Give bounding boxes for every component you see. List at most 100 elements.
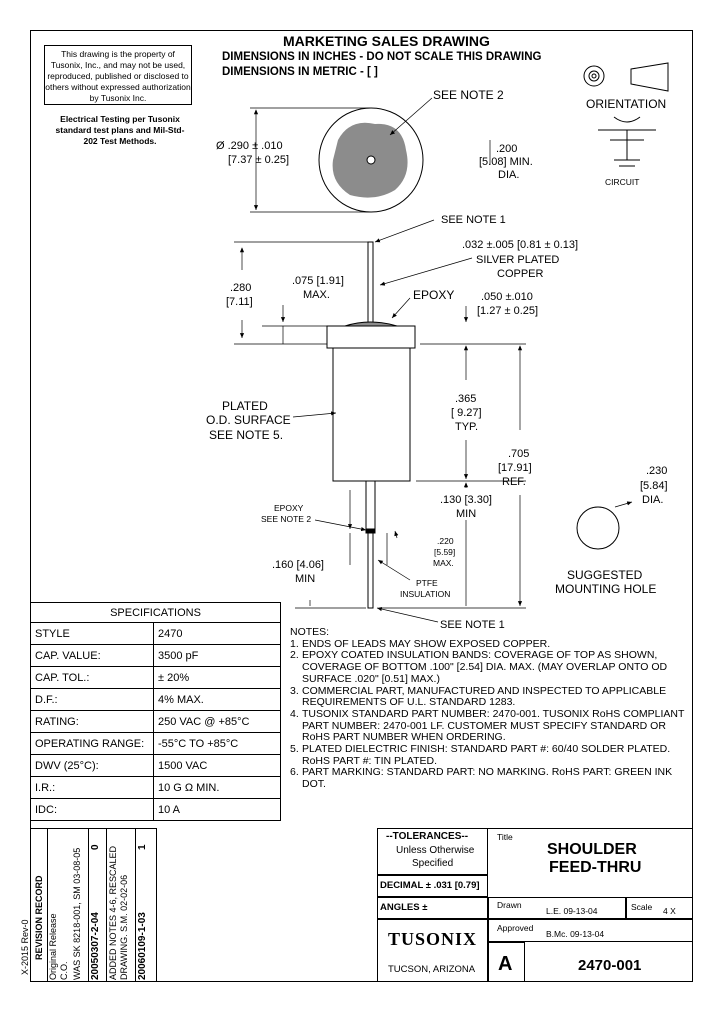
height-280-in: .280 — [230, 282, 252, 294]
mounting-hole-label-1: SUGGESTED — [567, 568, 643, 582]
height-160-min: MIN — [295, 573, 316, 585]
size-box — [488, 942, 525, 982]
min-dia-label: DIA. — [498, 169, 520, 181]
spec-value: 10 G Ω MIN. — [153, 776, 281, 799]
spec-key: RATING: — [30, 710, 154, 733]
note-text: PART MARKING: STANDARD PART: NO MARKING.… — [302, 766, 673, 791]
note-item: 4.TUSONIX STANDARD PART NUMBER: 2470-001… — [290, 707, 690, 744]
spec-value: 4% MAX. — [153, 688, 281, 711]
tolerance-line-2: Specified — [412, 858, 454, 869]
note-item: 5.PLATED DIELECTRIC FINISH: STANDARD PAR… — [290, 743, 690, 767]
epoxy-note-label-1: EPOXY — [274, 503, 304, 513]
drawing-frame — [30, 30, 693, 982]
note-text: ENDS OF LEADS MAY SHOW EXPOSED COPPER. — [302, 637, 551, 650]
spec-value: 1500 VAC — [153, 754, 281, 777]
approved-label: Approved — [497, 923, 534, 933]
company-logo: TUSONIX — [388, 929, 478, 949]
tolerance-line-1: Unless Otherwise — [396, 845, 475, 856]
dimension-lines — [234, 219, 526, 623]
note-item: 1.ENDS OF LEADS MAY SHOW EXPOSED COPPER. — [290, 637, 690, 651]
plated-label-2: O.D. SURFACE — [206, 413, 291, 427]
notes-block: NOTES: 1.ENDS OF LEADS MAY SHOW EXPOSED … — [290, 626, 690, 791]
note-number: 1. — [290, 637, 299, 650]
approved-box — [488, 919, 693, 942]
lead-diameter: .032 ±.005 [0.81 ± 0.13] — [462, 239, 579, 251]
plated-label-1: PLATED — [222, 399, 268, 413]
mounting-hole-label-2: MOUNTING HOLE — [555, 582, 657, 596]
spec-value: 10 A — [153, 798, 281, 821]
height-280-mm: [7.11] — [226, 296, 253, 308]
height-220-max: MAX. — [433, 558, 454, 568]
epoxy-note-label-2: SEE NOTE 2 — [261, 514, 312, 524]
see-note-1-top: SEE NOTE 1 — [441, 214, 506, 226]
form-number: X-2015 Rev-0 — [20, 919, 30, 975]
note-item: 2.EPOXY COATED INSULATION BANDS: COVERAG… — [290, 650, 690, 685]
tolerance-title: --TOLERANCES-- — [386, 831, 469, 842]
rev-rescaled: DRAWING. S.M. 02-02-06 — [119, 874, 129, 980]
hole-dia-in: .230 — [646, 465, 668, 477]
spec-key: IDC: — [30, 798, 154, 821]
spec-row: IDC:10 A — [30, 798, 281, 821]
dims-metric-note: DIMENSIONS IN METRIC - [ ] — [222, 66, 378, 78]
spec-row: RATING:250 VAC @ +85°C — [30, 710, 281, 733]
spec-key: STYLE — [30, 622, 154, 645]
min-dia-inches: .200 — [496, 143, 518, 155]
note-number: 4. — [290, 707, 299, 720]
angles-box — [377, 897, 488, 919]
spec-value: 250 VAC @ +85°C — [153, 710, 281, 733]
orientation-label: ORIENTATION — [586, 97, 667, 111]
spec-row: OPERATING RANGE:-55°C TO +85°C — [30, 732, 281, 755]
note-text: TUSONIX STANDARD PART NUMBER: 2470-001. … — [302, 707, 685, 744]
epoxy-label: EPOXY — [413, 288, 455, 302]
height-075-max: MAX. — [303, 289, 330, 301]
tolerance-box — [377, 828, 488, 875]
height-050-in: .050 ±.010 — [481, 291, 533, 303]
part-title-1: SHOULDER — [547, 841, 637, 858]
height-705-ref: REF. — [502, 476, 526, 488]
scale-value: 4 X — [663, 906, 676, 916]
circuit-label: CIRCUIT — [605, 177, 640, 187]
height-705-in: .705 — [508, 448, 530, 460]
copper-label: COPPER — [497, 268, 544, 280]
drawn-box — [488, 897, 626, 919]
drawn-value: L.E. 09-13-04 — [546, 906, 598, 916]
rev-col-line — [135, 828, 136, 982]
spec-value: 3500 pF — [153, 644, 281, 667]
height-365-mm: [ 9.27] — [451, 407, 482, 419]
spec-key: I.R.: — [30, 776, 154, 799]
decimal-box — [377, 875, 488, 897]
scale-label: Scale — [631, 902, 653, 912]
electrical-testing-note: Electrical Testing per Tusonix standard … — [55, 114, 185, 146]
note-number: 6. — [290, 766, 299, 779]
top-view — [250, 97, 491, 213]
spec-row: CAP. TOL.:± 20% — [30, 666, 281, 689]
height-160: .160 [4.06] — [272, 559, 324, 571]
spec-value: ± 20% — [153, 666, 281, 689]
note-number: 2. — [290, 649, 299, 662]
rev-col-line — [106, 828, 107, 982]
spec-key: CAP. TOL.: — [30, 666, 154, 689]
height-705-mm: [17.91] — [498, 462, 532, 474]
note-number: 3. — [290, 684, 299, 697]
ptfe-label-1: PTFE — [416, 578, 438, 588]
revision-header: REVISION RECORD — [34, 875, 44, 960]
min-dia-mm: [5.08] MIN. — [479, 156, 533, 168]
plated-label-3: SEE NOTE 5. — [209, 428, 284, 442]
rev-letter-1: 1 — [137, 844, 148, 850]
height-050-mm: [1.27 ± 0.25] — [477, 305, 539, 317]
logo-box — [377, 919, 488, 982]
drawing-number: 2470-001 — [578, 957, 642, 974]
spec-row: CAP. VALUE:3500 pF — [30, 644, 281, 667]
height-365-in: .365 — [455, 393, 477, 405]
spec-row: I.R.:10 G Ω MIN. — [30, 776, 281, 799]
note-item: 6.PART MARKING: STANDARD PART: NO MARKIN… — [290, 766, 690, 791]
spec-value: 2470 — [153, 622, 281, 645]
specifications-title: SPECIFICATIONS — [30, 602, 281, 623]
property-notice: This drawing is the property of Tusonix,… — [44, 45, 192, 105]
spec-value: -55°C TO +85°C — [153, 732, 281, 755]
hole-dia-mm: [5.84] — [640, 480, 668, 492]
drawing-size: A — [498, 953, 513, 975]
revision-record — [30, 828, 157, 982]
